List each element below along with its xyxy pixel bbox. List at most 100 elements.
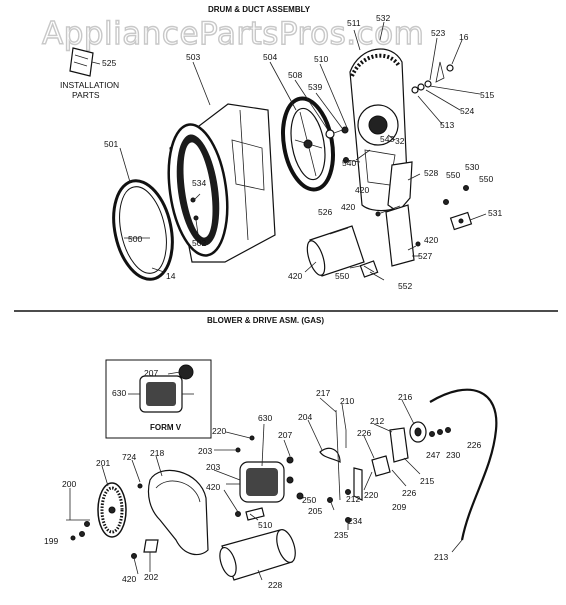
screw-199 [70, 535, 76, 541]
label-200: 200 [62, 479, 76, 489]
label-539: 539 [308, 82, 322, 92]
label-501: 501 [104, 139, 118, 149]
label-550-b: 550 [479, 174, 493, 184]
label-14: 14 [166, 271, 176, 281]
label-420-c: 420 [288, 271, 302, 281]
label-32: 32 [395, 136, 405, 146]
screw-420-mid [235, 511, 241, 517]
label-250: 250 [302, 495, 316, 505]
label-16: 16 [459, 32, 469, 42]
label-207: 207 [278, 430, 292, 440]
thermostat-531 [449, 211, 473, 231]
label-524: 524 [460, 106, 474, 116]
idler-bracket-assembly [319, 409, 363, 501]
drive-motor [226, 461, 294, 503]
bracket-510 [245, 507, 265, 521]
part-250 [296, 492, 304, 500]
label-550-c: 550 [335, 271, 349, 281]
label-204: 204 [298, 412, 312, 422]
label-201: 201 [96, 458, 110, 468]
inset-label-form-v: FORM V [150, 423, 182, 432]
screw-200a [84, 521, 90, 527]
label-234: 234 [348, 516, 362, 526]
drive-belt [429, 388, 498, 541]
label-724: 724 [122, 452, 136, 462]
label-511: 511 [347, 18, 361, 28]
blower-wheel [97, 482, 127, 538]
label-530: 530 [465, 162, 479, 172]
label-218: 218 [150, 448, 164, 458]
label-209: 209 [392, 502, 406, 512]
label-226-a: 226 [357, 428, 371, 438]
callout-labels-top: 525 503 504 508 539 510 511 532 523 16 5… [102, 13, 502, 291]
label-420-d: 420 [424, 235, 438, 245]
label-510: 510 [314, 54, 328, 64]
label-226-b: 226 [467, 440, 481, 450]
label-420-a: 420 [355, 185, 369, 195]
washer-226 [445, 427, 451, 433]
tension-bracket [371, 427, 409, 477]
label-534: 534 [192, 178, 206, 188]
drum-rear-bulkhead [281, 96, 335, 192]
label-202: 202 [144, 572, 158, 582]
washer-230 [437, 429, 443, 435]
screw-530 [463, 185, 469, 191]
label-502: 502 [192, 238, 206, 248]
screw-420-right [415, 241, 421, 247]
label-217: 217 [316, 388, 330, 398]
heater-cylinder [306, 225, 365, 277]
watermark: AppliancePartsPros.com [42, 16, 424, 52]
dryer-drum [167, 103, 276, 263]
label-500: 500 [128, 234, 142, 244]
section-title-drum-duct: DRUM & DUCT ASSEMBLY [208, 5, 311, 14]
label-552: 552 [398, 281, 412, 291]
label-216: 216 [398, 392, 412, 402]
drum-front-seal-ring [112, 179, 174, 281]
exhaust-duct [385, 161, 415, 267]
screw-724 [137, 483, 143, 489]
drive-pulley [409, 421, 427, 443]
label-420-mid: 420 [206, 482, 220, 492]
screw-203-top [235, 447, 241, 453]
screw-550a [443, 199, 449, 205]
label-513: 513 [440, 120, 454, 130]
label-550-a: 550 [446, 170, 460, 180]
form-v-motor [139, 364, 194, 413]
label-630: 630 [258, 413, 272, 423]
label-210: 210 [340, 396, 354, 406]
label-523: 523 [431, 28, 445, 38]
blower-housing [147, 469, 209, 556]
label-504: 504 [263, 52, 277, 62]
label-220-a: 220 [212, 426, 226, 436]
label-228: 228 [268, 580, 282, 590]
callout-labels-bottom: 207 630 630 220 203 207 217 210 204 212 … [44, 368, 481, 590]
installation-label-line2: PARTS [72, 90, 100, 100]
clip-202 [143, 539, 159, 553]
label-526: 526 [318, 207, 332, 217]
label-420-low: 420 [122, 574, 136, 584]
leader-lines-bottom [66, 371, 463, 581]
label-205: 205 [308, 506, 322, 516]
label-531: 531 [488, 208, 502, 218]
label-215: 215 [420, 476, 434, 486]
label-212-b: 212 [346, 494, 360, 504]
screw-220-top [249, 435, 255, 441]
installation-parts-card [69, 47, 94, 77]
label-203-b: 203 [206, 462, 220, 472]
label-207-inset: 207 [144, 368, 158, 378]
screw-420-low [131, 553, 137, 559]
clip-207-right [286, 456, 294, 464]
label-220-b: 220 [364, 490, 378, 500]
label-212-a: 212 [370, 416, 384, 426]
label-230: 230 [446, 450, 460, 460]
washer-247 [429, 431, 435, 437]
label-226-c: 226 [402, 488, 416, 498]
label-247: 247 [426, 450, 440, 460]
label-510: 510 [258, 520, 272, 530]
label-540: 540 [342, 158, 356, 168]
section-title-blower-drive: BLOWER & DRIVE ASM. (GAS) [207, 316, 324, 325]
label-508: 508 [288, 70, 302, 80]
label-528: 528 [424, 168, 438, 178]
